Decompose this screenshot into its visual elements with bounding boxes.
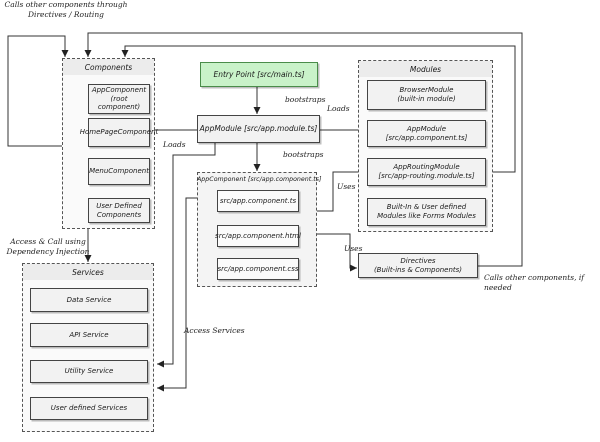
box-user-defined-components: User Defined Components xyxy=(88,198,150,223)
box-builtin-user-modules: Built-In & User defined Modules like For… xyxy=(367,198,486,226)
box-menu-component: MenuComponent xyxy=(88,158,150,185)
group-app-component-title: AppComponent [src/app.component.ts] xyxy=(197,176,322,183)
box-utility-service: Utility Service xyxy=(30,360,148,383)
note-access-services: Access Services xyxy=(184,326,245,335)
edge-self-loop-components xyxy=(7,35,69,147)
box-api-service: API Service xyxy=(30,323,148,347)
box-browser-module: BrowserModule (built-in module) xyxy=(367,80,486,110)
note-access-call-di: Access & Call using Dependency Injection xyxy=(6,237,90,256)
note-uses-directives: Uses xyxy=(344,244,363,253)
box-directives: Directives (Built-ins & Components) xyxy=(358,253,478,278)
note-calls-through-routing: Calls other components through Directive… xyxy=(4,0,128,19)
box-app-component: AppComponent (root component) xyxy=(88,84,150,114)
note-loads-right: Loads xyxy=(327,104,350,113)
group-modules-title: Modules xyxy=(359,61,492,77)
box-component-css: src/app.component.css xyxy=(217,258,299,280)
box-data-service: Data Service xyxy=(30,288,148,312)
group-components-title: Components xyxy=(63,59,154,75)
box-app-routing-module: AppRoutingModule [src/app-routing.module… xyxy=(367,158,486,186)
note-calls-if-needed: Calls other components, if needed xyxy=(484,273,585,292)
box-modules-app-module: AppModule [src/app.component.ts] xyxy=(367,120,486,147)
box-component-ts: src/app.component.ts xyxy=(217,190,299,212)
note-loads-left: Loads xyxy=(163,140,186,149)
note-uses-routing: Uses xyxy=(337,182,356,191)
box-app-module: AppModule [src/app.module.ts] xyxy=(197,115,320,143)
box-component-html: src/app.component.html xyxy=(215,225,301,247)
box-entry-point: Entry Point [src/main.ts] xyxy=(200,62,318,87)
note-bootstraps-2: bootstraps xyxy=(283,150,324,159)
note-bootstraps-1: bootstraps xyxy=(285,95,326,104)
box-homepage-component: HomePageComponent xyxy=(80,118,158,147)
group-services-title: Services xyxy=(23,264,153,280)
box-user-defined-services: User defined Services xyxy=(30,397,148,420)
